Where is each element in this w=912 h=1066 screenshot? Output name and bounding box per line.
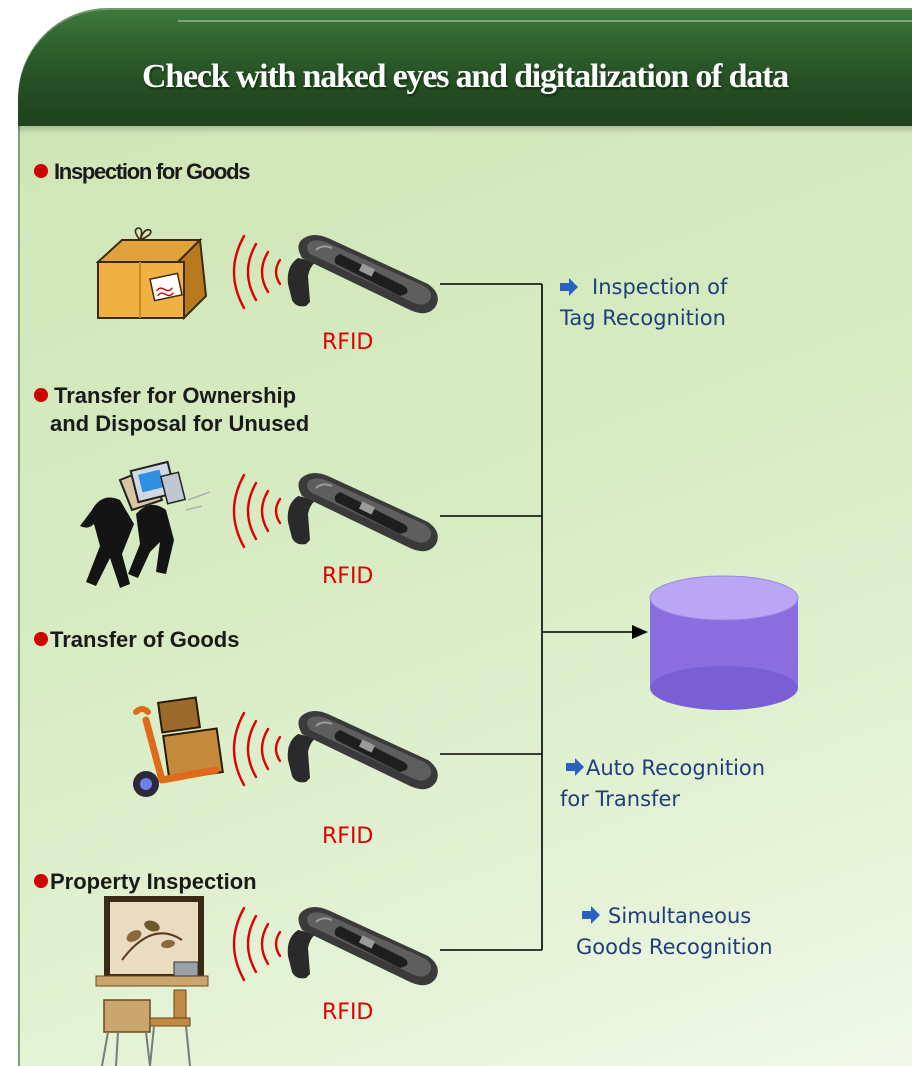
heading-property-inspection: Property Inspection [34,868,257,896]
connector-lines [440,283,632,951]
rfid-reader-icon [286,710,439,791]
database-icon [649,575,799,710]
signal-waves-icon [232,234,282,310]
note-auto-recognition: Auto Recognition for Transfer [560,753,765,815]
note-simultaneous: Simultaneous Goods Recognition [576,901,773,963]
arrow-right-icon [582,906,600,924]
rfid-reader-icon [286,906,439,987]
heading-transfer-of-goods: Transfer of Goods [34,626,239,654]
page-title: Check with naked eyes and digitalization… [141,58,789,95]
hand-truck-icon [133,696,224,797]
bullet [34,388,48,402]
note-line1: Simultaneous [608,904,752,928]
heading-text: Transfer for Ownership [54,383,297,408]
heading-text: Transfer of Goods [50,627,240,652]
panel-shadow [18,126,912,134]
note-line2: Goods Recognition [576,935,773,959]
heading-transfer-ownership: Transfer for Ownership and Disposal for … [34,382,309,438]
bullet [34,632,48,646]
note-line2: Tag Recognition [560,306,726,330]
note-line1: Auto Recognition [586,756,766,780]
people-carrying-computer-icon [80,460,211,588]
rfid-reader-icon [286,472,439,553]
bullet [34,874,48,888]
note-line2: for Transfer [560,787,680,811]
rfid-label: RFID [322,1000,374,1025]
arrow-right-icon [566,758,584,776]
heading-text: Inspection for Goods [54,159,251,184]
heading-inspection-for-goods: Inspection for Goods [34,158,251,186]
signal-waves-icon [232,906,282,982]
heading-text: Property Inspection [50,869,257,894]
signal-waves-icon [232,473,282,549]
rfid-reader-icon [286,234,439,315]
banner-highlight [178,20,912,22]
rfid-label: RFID [322,564,374,589]
note-arrows [560,278,600,924]
bullet [34,164,48,178]
arrow-right-icon [560,278,578,296]
heading-text-line2: and Disposal for Unused [50,411,310,436]
note-line1: Inspection of [592,275,728,299]
header-banner: Check with naked eyes and digitalization… [18,8,912,126]
office-desk-icon [95,896,209,1066]
rfid-label: RFID [322,330,374,355]
rfid-label: RFID [322,824,374,849]
signal-waves-icon [232,711,282,787]
note-tag-recognition: Inspection of Tag Recognition [560,272,727,334]
package-icon [95,227,208,321]
arrow-head [632,625,648,639]
